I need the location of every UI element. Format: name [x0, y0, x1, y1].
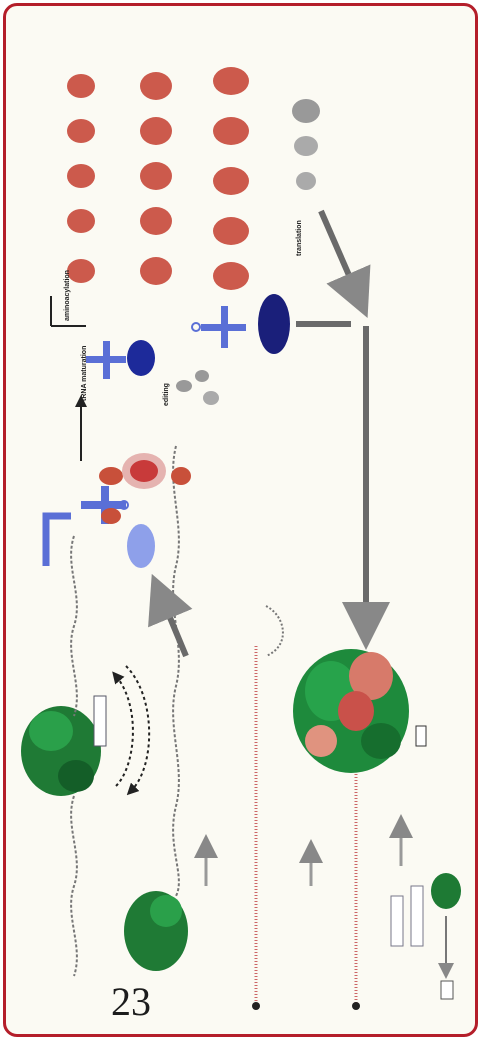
mrna-end: [352, 1002, 360, 1010]
ribosome-subunit-large: [21, 706, 101, 796]
dashed-arrow: [116, 676, 133, 786]
rna-strand-mid: [173, 446, 179, 896]
protein-grid: [67, 67, 320, 290]
label-box: [94, 696, 106, 746]
label-box: [441, 981, 453, 999]
trna-shape: [192, 306, 246, 348]
enzyme-navy: [127, 340, 155, 376]
translation-pathway-diagram: [6, 6, 478, 1037]
label-trna-maturation: tRNA maturation: [81, 346, 88, 401]
enzyme-navy-large: [258, 294, 290, 354]
rna-loop: [266, 606, 283, 656]
big-arrow-join: [321, 211, 358, 296]
trna-shape: [86, 341, 126, 379]
label-box: [411, 886, 423, 946]
trna-precursor: [46, 516, 71, 566]
figure-frame: tRNA maturation aminoacylation translati…: [3, 3, 478, 1037]
ribosome-subunit-small: [124, 891, 188, 971]
label-box: [416, 726, 426, 746]
big-arrow: [161, 596, 186, 656]
label-box: [391, 896, 403, 946]
label-translation: translation: [296, 220, 303, 256]
mrna-end: [252, 1002, 260, 1010]
label-editing: editing: [163, 383, 170, 406]
enzyme-light: [127, 524, 155, 568]
label-aminoacylation: aminoacylation: [64, 270, 71, 321]
ribosome-small: [431, 873, 461, 909]
protein-structures-small: [176, 370, 219, 405]
page-number: 23: [111, 978, 151, 1025]
ribosome-complex: [293, 649, 409, 773]
dashed-arrow: [126, 666, 149, 791]
